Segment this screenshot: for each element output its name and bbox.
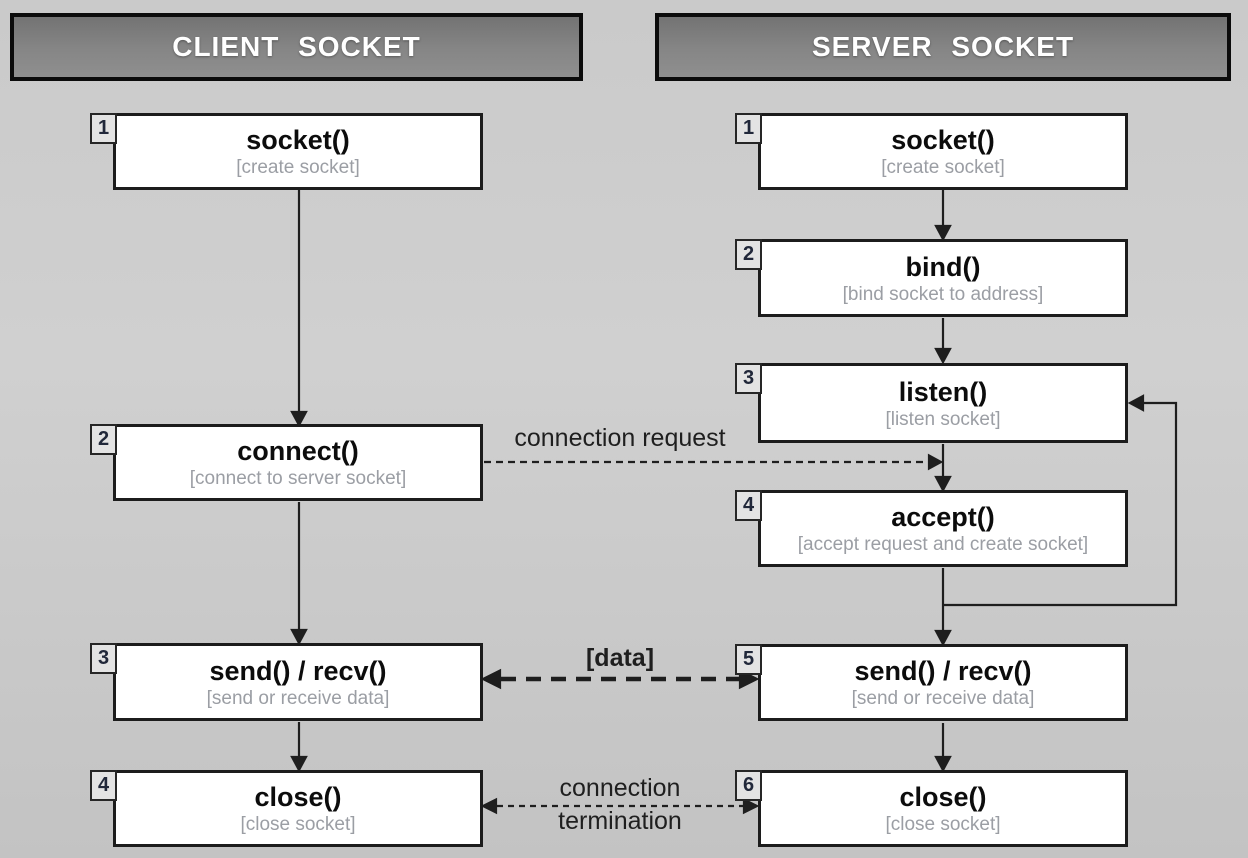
box-subtitle: [accept request and create socket] (797, 534, 1089, 555)
box-subtitle: [bind socket to address] (842, 283, 1044, 305)
step-number: 6 (742, 774, 755, 796)
client-socket-header: CLIENT SOCKET (10, 13, 583, 81)
data-exchange-label: [data] (585, 644, 655, 672)
step-number-tab: 3 (90, 643, 117, 674)
step-number-tab: 6 (735, 770, 762, 801)
step-number-tab: 1 (735, 113, 762, 144)
step-number-tab: 5 (735, 644, 762, 675)
step-number-tab: 4 (735, 490, 762, 521)
step-number-tab: 1 (90, 113, 117, 144)
box-title: listen() (898, 376, 988, 407)
step-number: 1 (742, 117, 755, 139)
arrowhead-server-listen (934, 347, 952, 365)
server-socket-header-label: SERVER SOCKET (811, 31, 1075, 62)
step-number-tab: 2 (90, 424, 117, 455)
step-number: 1 (97, 117, 110, 139)
box-subtitle: [create socket] (236, 157, 360, 178)
arrowhead-client-sendrecv (290, 628, 308, 646)
box-title: close() (254, 782, 342, 812)
client-socket-header-label: CLIENT SOCKET (172, 31, 421, 62)
arrowhead-connection-request (927, 453, 944, 471)
box-title: socket() (246, 125, 350, 155)
arrowhead-data-left (480, 668, 502, 690)
step-number: 4 (742, 494, 755, 516)
box-subtitle: [close socket] (885, 814, 1001, 835)
arrowhead-server-accept (934, 475, 952, 493)
server-box-socket: 1 socket() [create socket] (735, 113, 1128, 190)
client-box-connect: 2 connect() [connect to server socket] (90, 424, 483, 501)
box-title: close() (899, 782, 987, 812)
connection-termination-line2: termination (558, 807, 682, 835)
box-title: send() / recv() (854, 656, 1032, 686)
arrowhead-server-close (934, 755, 952, 773)
step-number-tab: 2 (735, 239, 762, 270)
server-box-bind: 2 bind() [bind socket to address] (735, 239, 1128, 317)
client-box-socket: 1 socket() [create socket] (90, 113, 483, 190)
step-number: 4 (97, 774, 110, 796)
arrowhead-loop-listen (1127, 394, 1145, 412)
server-box-accept: 4 accept() [accept request and create so… (735, 490, 1128, 567)
step-number: 5 (742, 648, 755, 670)
step-number: 3 (97, 647, 110, 669)
arrowhead-client-close (290, 755, 308, 773)
box-subtitle: [listen socket] (885, 408, 1001, 430)
box-subtitle: [create socket] (881, 157, 1005, 178)
box-title: accept() (891, 502, 995, 532)
box-subtitle: [send or receive data] (206, 687, 390, 709)
box-title: send() / recv() (209, 655, 387, 686)
connection-request-label: connection request (514, 424, 726, 452)
arrowhead-server-sendrecv (934, 629, 952, 647)
client-box-close: 4 close() [close socket] (90, 770, 483, 847)
step-number: 2 (742, 243, 755, 265)
box-title: bind() (905, 251, 981, 282)
box-subtitle: [connect to server socket] (189, 468, 407, 489)
step-number: 2 (97, 428, 110, 450)
box-subtitle: [close socket] (240, 814, 356, 835)
step-number-tab: 3 (735, 363, 762, 394)
arrowhead-server-bind (934, 224, 952, 242)
server-box-close: 6 close() [close socket] (735, 770, 1128, 847)
server-box-listen: 3 listen() [listen socket] (735, 363, 1128, 443)
box-title: socket() (891, 125, 995, 155)
box-subtitle: [send or receive data] (851, 688, 1035, 709)
step-number: 3 (742, 367, 755, 389)
server-socket-header: SERVER SOCKET (655, 13, 1231, 81)
client-box-send-recv: 3 send() / recv() [send or receive data] (90, 643, 483, 721)
connection-termination-line1: connection (559, 774, 681, 802)
server-box-send-recv: 5 send() / recv() [send or receive data] (735, 644, 1128, 721)
step-number-tab: 4 (90, 770, 117, 801)
connection-termination-label: connection termination (490, 772, 750, 838)
box-title: connect() (237, 436, 359, 466)
